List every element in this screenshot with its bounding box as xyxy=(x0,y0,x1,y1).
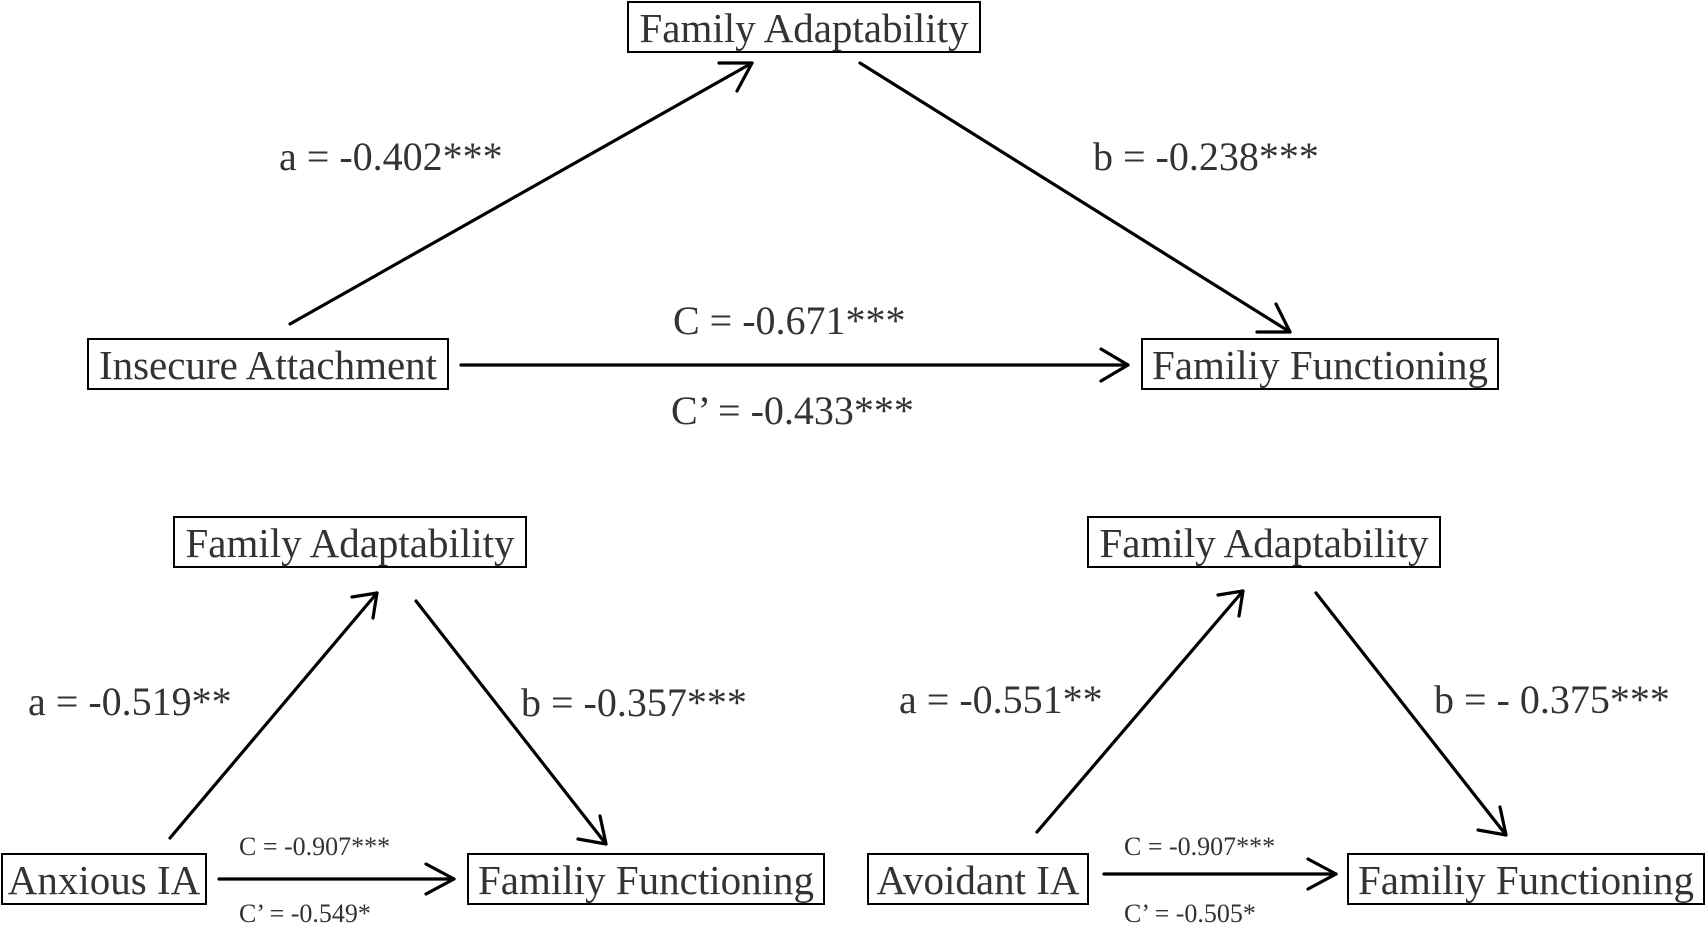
left-c-coefficient: C = -0.907*** xyxy=(239,832,390,861)
top-c-coefficient: C = -0.671*** xyxy=(673,298,906,343)
left-c-arrowhead xyxy=(424,862,456,896)
right-predictor-label: Avoidant IA xyxy=(876,857,1079,903)
left-mediator-box xyxy=(173,516,527,568)
top-b-arrowhead xyxy=(1255,302,1292,334)
top-outcome-box xyxy=(1141,338,1499,390)
left-model: Family Adaptability Anxious IA Familiy F… xyxy=(1,516,825,925)
right-outcome-label: Familiy Functioning xyxy=(1358,857,1694,903)
left-c-prime-coefficient: C’ = -0.549* xyxy=(239,899,371,925)
right-c-coefficient: C = -0.907*** xyxy=(1124,832,1275,861)
right-a-arrowhead xyxy=(1216,589,1245,618)
left-outcome-label: Familiy Functioning xyxy=(478,857,814,903)
right-b-coefficient: b = - 0.375*** xyxy=(1434,677,1670,722)
right-a-coefficient: a = -0.551** xyxy=(899,677,1103,722)
left-mediator-label: Family Adaptability xyxy=(185,520,515,566)
right-mediator-box xyxy=(1087,516,1441,568)
right-b-arrowhead xyxy=(1476,805,1508,837)
top-outcome-label: Familiy Functioning xyxy=(1152,342,1488,388)
top-c-arrowhead xyxy=(1099,347,1130,383)
top-a-coefficient: a = -0.402*** xyxy=(279,134,503,179)
right-outcome-box xyxy=(1347,853,1705,905)
top-a-arrowhead xyxy=(717,61,754,93)
right-b-arrow-line xyxy=(1314,591,1508,837)
right-predictor-box xyxy=(867,853,1089,905)
left-predictor-label: Anxious IA xyxy=(8,857,201,903)
top-predictor-label: Insecure Attachment xyxy=(99,342,438,388)
right-a-arrow-line xyxy=(1035,589,1245,834)
left-b-coefficient: b = -0.357*** xyxy=(521,680,747,725)
right-mediator-label: Family Adaptability xyxy=(1099,520,1429,566)
right-c-arrowhead xyxy=(1306,857,1338,891)
top-c-prime-coefficient: C’ = -0.433*** xyxy=(671,388,914,433)
top-predictor-box xyxy=(87,338,449,390)
right-c-prime-coefficient: C’ = -0.505* xyxy=(1124,899,1256,925)
left-b-arrow-line xyxy=(414,599,608,846)
left-a-arrowhead xyxy=(350,591,379,620)
top-mediator-label: Family Adaptability xyxy=(639,5,969,51)
top-b-coefficient: b = -0.238*** xyxy=(1093,134,1319,179)
top-mediator-box xyxy=(627,1,981,53)
left-b-arrowhead xyxy=(576,814,608,846)
left-outcome-box xyxy=(467,853,825,905)
top-model: Family Adaptability Insecure Attachment … xyxy=(87,1,1499,433)
top-b-arrow-line xyxy=(858,61,1292,334)
left-a-coefficient: a = -0.519** xyxy=(28,679,232,724)
top-a-arrow-line xyxy=(288,61,754,326)
left-predictor-box xyxy=(1,853,207,905)
right-model: Family Adaptability Avoidant IA Familiy … xyxy=(867,516,1705,925)
left-a-arrow-line xyxy=(168,591,379,840)
